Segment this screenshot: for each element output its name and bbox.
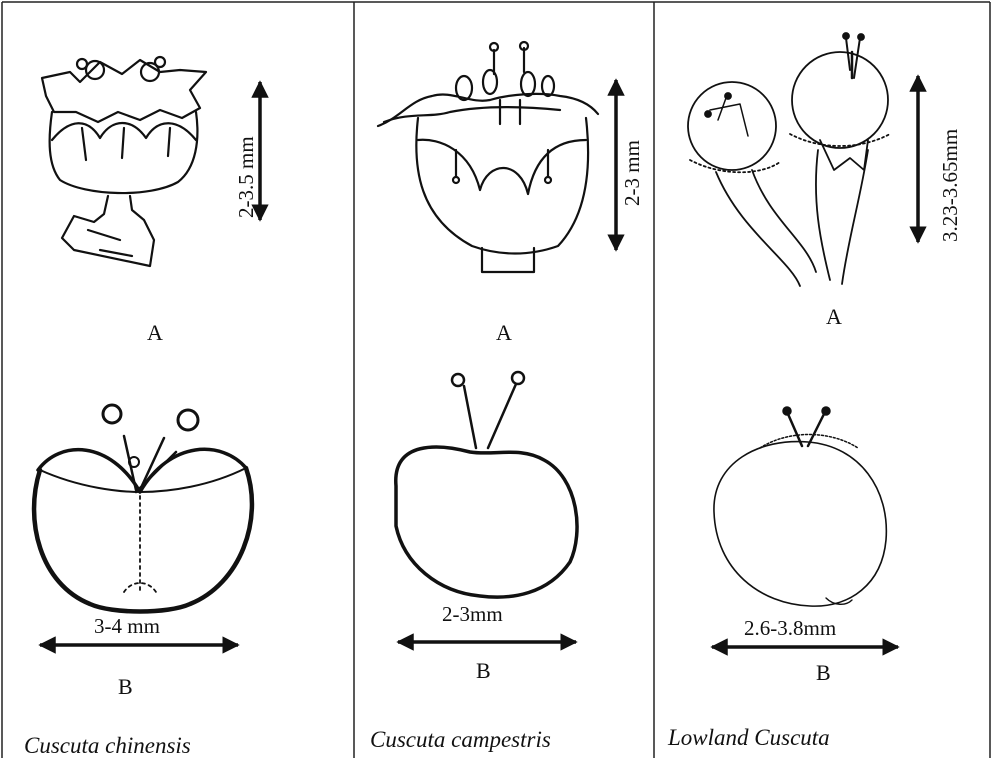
campestris-capsule-width-label: 2-3mm [442, 604, 503, 625]
campestris-flower-height-label: 2-3 mm [622, 140, 643, 206]
chinensis-species-name: Cuscuta chinensis [24, 734, 191, 757]
lowland-species-name: Lowland Cuscuta [668, 726, 830, 749]
chinensis-capsule-label: B [118, 676, 133, 698]
lowland-flower-height-label: 3.23-3.65mm [940, 129, 961, 242]
chinensis-flower-label: A [147, 322, 163, 344]
campestris-capsule-label: B [476, 660, 491, 682]
campestris-flower-label: A [496, 322, 512, 344]
campestris-flower-drawing [378, 42, 598, 272]
lowland-capsule-label: B [816, 662, 831, 684]
campestris-species-name: Cuscuta campestris [370, 728, 551, 751]
lowland-flower-label: A [826, 306, 842, 328]
campestris-capsule-drawing [396, 372, 577, 597]
lowland-capsule-width-label: 2.6-3.8mm [744, 618, 836, 639]
chinensis-flower-drawing [42, 57, 206, 266]
chinensis-capsule-drawing [34, 405, 252, 612]
lowland-flower-drawing [688, 33, 890, 286]
chinensis-capsule-width-label: 3-4 mm [94, 616, 160, 637]
lowland-capsule-drawing [714, 407, 886, 606]
chinensis-flower-height-label: 2-3.5 mm [236, 136, 257, 218]
